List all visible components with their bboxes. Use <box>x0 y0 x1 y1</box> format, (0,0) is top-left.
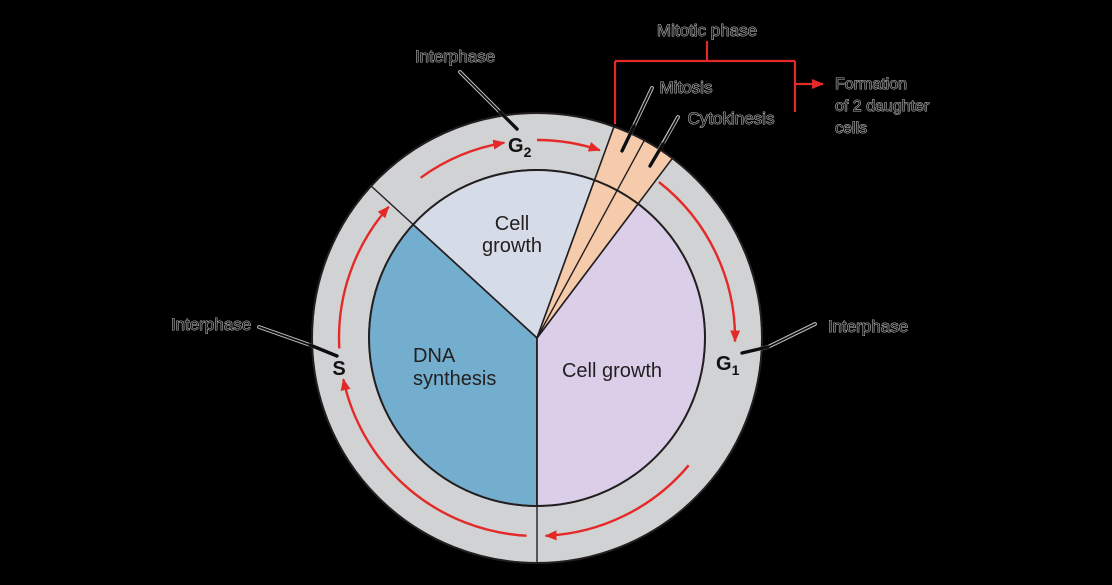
cycle-arrow-mitosis-to-g1 <box>658 181 741 343</box>
label-cytokinesis: Cytokinesis <box>688 109 775 128</box>
label-mitosis: Mitosis <box>660 78 713 97</box>
label-interphase-top: Interphase <box>415 47 495 66</box>
label-mitotic-phase: Mitotic phase <box>657 21 757 40</box>
cycle-arrow-bottom-left-to-s <box>340 378 527 537</box>
label-formation-line3: cells <box>835 120 867 137</box>
label-interphase-left: Interphase <box>171 315 251 334</box>
g1-sector-label: Cell growth <box>562 360 662 382</box>
cycle-arrow-s-to-g2 <box>337 206 390 349</box>
pointer-cytokinesis <box>648 115 680 168</box>
pointer-mitosis <box>620 86 654 153</box>
label-formation-line2: of 2 daughter <box>835 98 930 115</box>
pointer-interphase-left <box>257 325 339 358</box>
cycle-arrow-g1-to-bottom <box>544 464 690 541</box>
ring-label-g1: G1 <box>716 353 740 378</box>
mitosis-cytokinesis-divider-line <box>536 139 646 339</box>
g2-sector-label-line1: Cell <box>495 213 529 235</box>
s-sector-label-line2: synthesis <box>413 368 496 390</box>
mitotic-phase-bracket <box>613 41 824 124</box>
pointer-interphase-right <box>740 322 817 355</box>
s-sector-label-line1: DNA <box>413 345 456 367</box>
g2-sector-label-line2: growth <box>482 235 542 257</box>
cycle-arrow-g2-to-mitosis <box>536 138 601 152</box>
pointer-interphase-top <box>458 70 519 131</box>
cycle-arrow-into-g2 <box>419 139 506 179</box>
label-formation-line1: Formation <box>835 76 907 93</box>
ring-label-g2: G2 <box>508 135 532 160</box>
ring-label-s: S <box>332 358 345 380</box>
label-interphase-right: Interphase <box>828 317 908 336</box>
s-g2-boundary-line <box>370 185 538 339</box>
